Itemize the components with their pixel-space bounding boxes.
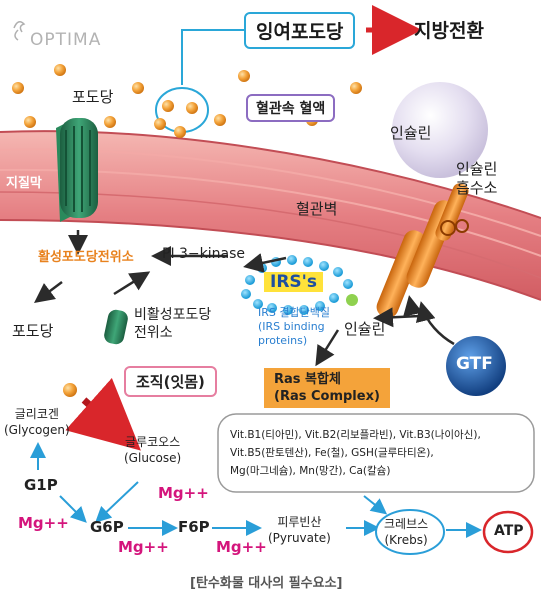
krebs-label: 크레브스 (Krebs) — [384, 517, 429, 547]
blood-in-vessel-box: 혈관속 혈액 — [246, 94, 336, 122]
g1p-label: G1P — [24, 476, 58, 494]
insulin-receptor-label: 인슐린 흡수소 — [456, 160, 498, 197]
ras-complex-box: Ras 복합체 (Ras Complex) — [264, 368, 390, 408]
insulin-receptor-icon — [376, 183, 469, 318]
plasma-membrane-label: 지질막 — [6, 176, 42, 191]
glucose-entry-arrow — [65, 377, 141, 451]
glucose-label: 글루코오스 (Glucose) — [124, 435, 182, 465]
excess-glucose-box: 잉여포도당 — [244, 12, 356, 49]
insulin-top-label: 인슐린 — [390, 124, 432, 142]
active-transporter-label: 활성포도당전위소 — [38, 250, 134, 265]
logo: OPTIMA — [30, 30, 102, 50]
atp-label: ATP — [494, 523, 524, 539]
glucose-left-label: 포도당 — [12, 322, 54, 340]
g6p-label: G6P — [90, 518, 124, 536]
atp-circle — [482, 510, 534, 554]
irs-binding-label: IRS 결합단백질 (IRS binding proteins) — [258, 306, 330, 347]
nutrients-box — [217, 413, 535, 493]
vessel-bottom-edge — [0, 219, 541, 301]
krebs-circle — [375, 509, 445, 555]
glycogen-label: 글리코겐 (Glycogen) — [4, 407, 70, 437]
mg-label-1: Mg++ — [158, 484, 209, 502]
caption: [탄수화물 대사의 필수요소] — [190, 576, 343, 591]
vessel-wall-label: 혈관벽 — [296, 200, 338, 218]
irs-label: IRS's — [264, 272, 323, 292]
pathway-arrows — [30, 442, 482, 538]
gtf-label: GTF — [456, 354, 493, 374]
pi3k-label: PI 3−kinase — [162, 246, 246, 262]
active-transporter-icon — [56, 118, 98, 222]
glucose-top-label: 포도당 — [72, 88, 114, 106]
inactive-transporter-icon — [104, 309, 128, 345]
inactive-transporter-label: 비활성포도당 전위소 — [134, 307, 212, 341]
gtf-sphere-icon — [446, 336, 506, 396]
insulin-sphere-icon — [392, 82, 488, 178]
tissue-box: 조직(잇몸) — [124, 366, 217, 397]
fat-conversion-label: 지방전환 — [414, 20, 484, 42]
mg-label-2: Mg++ — [18, 514, 69, 532]
nutrients-text: Vit.B1(티아민), Vit.B2(리보플라빈), Vit.B3(나이아신)… — [230, 429, 481, 477]
pyruvate-label: 피루빈산 (Pyruvate) — [268, 515, 331, 545]
mg-label-4: Mg++ — [216, 538, 267, 556]
connector-line — [181, 29, 244, 85]
logo-icon — [13, 21, 26, 41]
f6p-label: F6P — [178, 518, 210, 536]
signal-arrows — [34, 230, 455, 367]
mg-label-3: Mg++ — [118, 538, 169, 556]
insulin-mid-label: 인슐린 — [344, 320, 386, 338]
